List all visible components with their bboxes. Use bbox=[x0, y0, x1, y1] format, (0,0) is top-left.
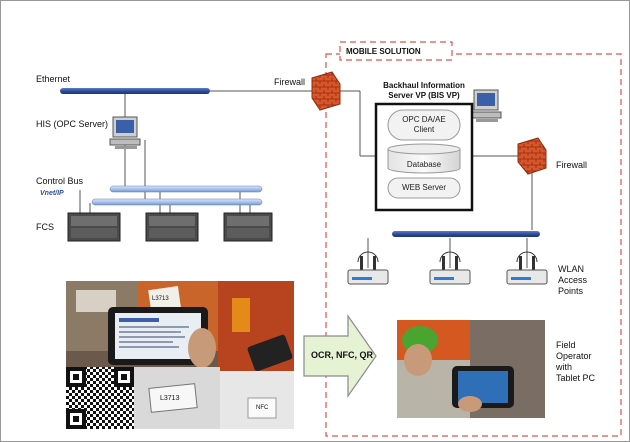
nfc-label: NFC bbox=[256, 405, 269, 411]
mobile-solution-label: MOBILE SOLUTION bbox=[346, 47, 421, 56]
his-label: HIS (OPC Server) bbox=[36, 119, 109, 129]
his-computer-icon bbox=[109, 116, 141, 149]
vnet-logo: Vnet/IP bbox=[40, 190, 64, 197]
wlan-label-line2: Access bbox=[558, 275, 588, 285]
mobile-solution-tab bbox=[339, 41, 453, 61]
fcs-unit-3 bbox=[223, 212, 273, 242]
fcs-label: FCS bbox=[36, 222, 54, 232]
wlan-bar bbox=[392, 231, 540, 237]
web-server-pill bbox=[387, 177, 461, 199]
field-label-line1: Field bbox=[556, 340, 576, 350]
photo-collage bbox=[66, 281, 294, 429]
field-label-line3: with bbox=[556, 362, 573, 372]
tag-a-label: L3713 bbox=[152, 296, 169, 302]
fcs-unit-2 bbox=[145, 212, 199, 242]
field-label-line4: Tablet PC bbox=[556, 373, 596, 383]
opc-client-line1: OPC DA/AE bbox=[402, 115, 446, 124]
field-label-line2: Operator bbox=[556, 351, 592, 361]
wlan-label-line1: WLAN bbox=[558, 264, 585, 274]
control-bus-bar-1 bbox=[109, 185, 263, 193]
photo-field-operator bbox=[397, 320, 545, 418]
bis-title-line2: Server VP (BIS VP) bbox=[388, 91, 460, 100]
control-bus-bar-2 bbox=[91, 198, 263, 206]
database-cylinder bbox=[387, 143, 461, 174]
connector-lines bbox=[79, 90, 533, 268]
access-point-1-icon bbox=[347, 251, 389, 285]
access-point-3-icon bbox=[506, 251, 548, 285]
firewall-right-label: Firewall bbox=[556, 160, 588, 170]
bis-computer-icon bbox=[470, 89, 502, 122]
mobile-solution-box bbox=[325, 53, 622, 437]
control-bus-label: Control Bus bbox=[36, 176, 84, 186]
ocr-arrow-label: OCR, NFC, QR bbox=[311, 350, 373, 360]
bis-title-line1: Backhaul Information bbox=[383, 81, 465, 90]
opc-client-line2: Client bbox=[413, 125, 435, 134]
ethernet-label: Ethernet bbox=[36, 74, 71, 84]
ocr-arrow bbox=[303, 314, 377, 398]
access-point-2-icon bbox=[429, 251, 471, 285]
web-server-label: WEB Server bbox=[401, 183, 446, 192]
tag-b-label: L3713 bbox=[160, 395, 180, 402]
fcs-unit-1 bbox=[67, 212, 121, 242]
ethernet-bar bbox=[60, 88, 210, 94]
firewall-left-icon bbox=[311, 71, 341, 111]
wlan-label-line3: Points bbox=[558, 286, 584, 296]
firewall-right-icon bbox=[517, 137, 547, 175]
database-label: Database bbox=[406, 160, 442, 169]
opc-client-pill bbox=[387, 109, 461, 141]
firewall-left-label: Firewall bbox=[274, 77, 306, 87]
